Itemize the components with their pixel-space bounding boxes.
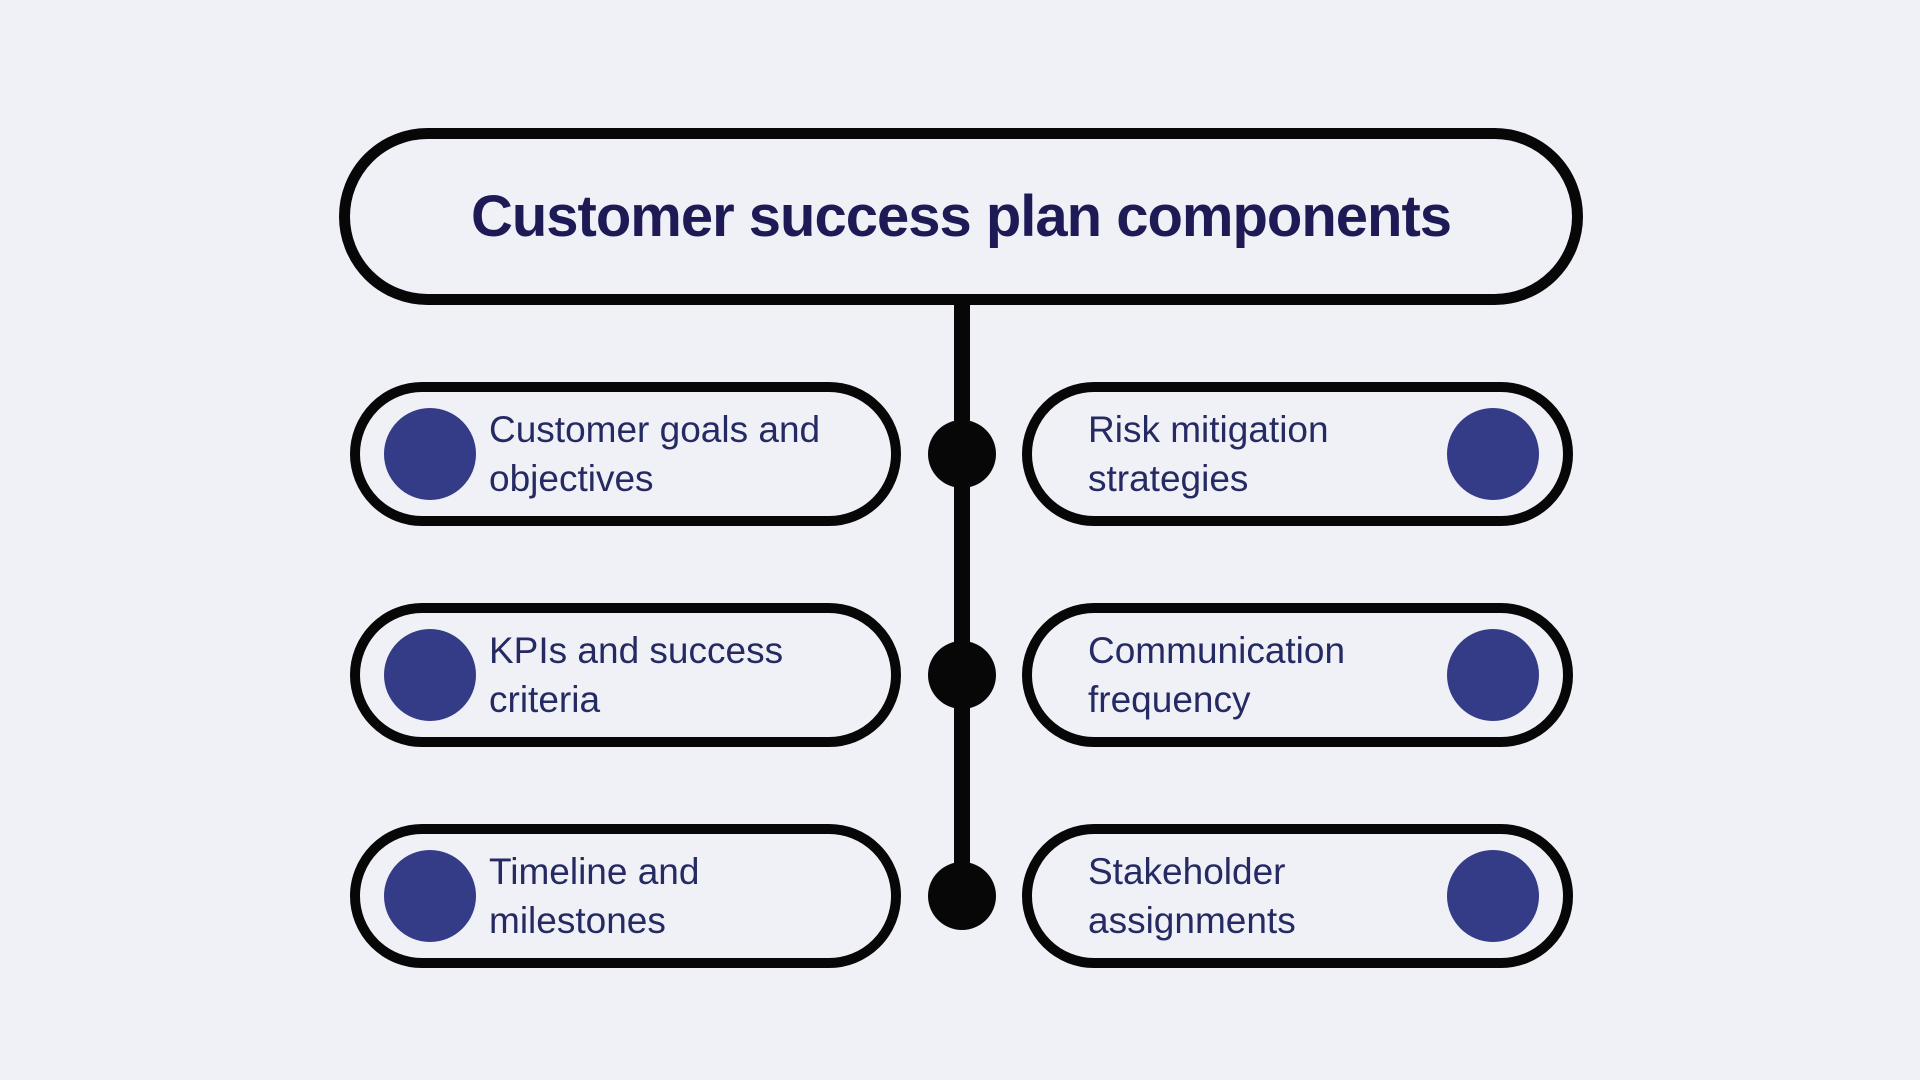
node-kpis-and-success-criteria: KPIs and success criteria	[350, 603, 901, 747]
bullet-circle-icon	[1447, 629, 1539, 721]
node-label-line: strategies	[1088, 458, 1249, 499]
node-label: Stakeholder assignments	[1088, 847, 1296, 945]
connector-spine	[954, 290, 970, 898]
node-label: Customer goals and objectives	[489, 405, 820, 503]
node-label-line: Customer goals and	[489, 409, 821, 450]
bullet-circle-icon	[384, 408, 476, 500]
node-communication-frequency: Communication frequency	[1022, 603, 1573, 747]
connector-dot	[928, 420, 996, 488]
bullet-circle-icon	[1447, 850, 1539, 942]
node-customer-goals-and-objectives: Customer goals and objectives	[350, 382, 901, 526]
bullet-circle-icon	[384, 850, 476, 942]
connector-dot	[928, 641, 996, 709]
bullet-circle-icon	[384, 629, 476, 721]
node-label: Timeline and milestones	[489, 847, 699, 945]
node-label-line: Risk mitigation	[1088, 409, 1329, 450]
node-label-line: Timeline and	[489, 851, 700, 892]
node-label: KPIs and success criteria	[489, 626, 783, 724]
node-label-line: objectives	[489, 458, 654, 499]
title-node: Customer success plan components	[339, 128, 1583, 305]
node-label-line: milestones	[489, 900, 666, 941]
node-timeline-and-milestones: Timeline and milestones	[350, 824, 901, 968]
node-label-line: assignments	[1088, 900, 1296, 941]
node-label-line: Stakeholder	[1088, 851, 1286, 892]
node-label-line: KPIs and success	[489, 630, 784, 671]
node-label: Communication frequency	[1088, 626, 1345, 724]
node-label: Risk mitigation strategies	[1088, 405, 1329, 503]
node-risk-mitigation-strategies: Risk mitigation strategies	[1022, 382, 1573, 526]
bullet-circle-icon	[1447, 408, 1539, 500]
node-stakeholder-assignments: Stakeholder assignments	[1022, 824, 1573, 968]
node-label-line: criteria	[489, 679, 601, 720]
diagram-title: Customer success plan components	[470, 184, 1452, 249]
node-label-line: Communication	[1088, 630, 1346, 671]
node-label-line: frequency	[1088, 679, 1251, 720]
connector-dot	[928, 862, 996, 930]
